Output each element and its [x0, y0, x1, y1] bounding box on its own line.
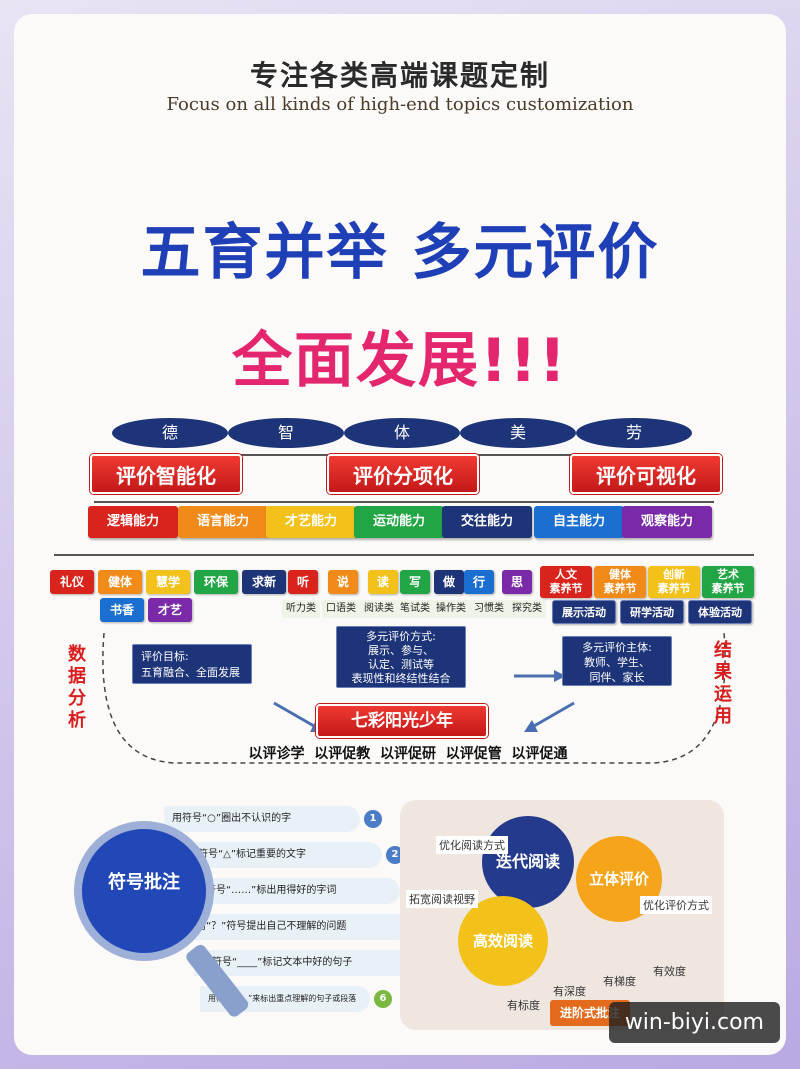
reading-label: 有深度: [553, 985, 586, 998]
ability-box: 交往能力: [442, 506, 532, 538]
skill-sub: 听力类: [282, 600, 320, 618]
connector: [94, 501, 714, 503]
symbol-row: 用符号“△”标记重要的文字 2: [180, 842, 404, 868]
symbol-row-num: 6: [374, 990, 392, 1008]
conclusion-text: 以评诊学 以评促教 以评促研 以评促管 以评促通: [248, 746, 568, 762]
symbol-row-num: 1: [364, 810, 382, 828]
skill-sub: 操作类: [432, 600, 470, 618]
symbol-row-text: 用“？”符号提出自己不理解的问题: [196, 921, 347, 932]
goal-box: 评价目标: 五育融合、全面发展: [132, 644, 252, 684]
activity-box: 研学活动: [620, 600, 684, 624]
festival-box: 健体 素养节: [594, 566, 646, 598]
ability-box: 自主能力: [534, 506, 624, 538]
symbol-row-num: 2: [386, 846, 404, 864]
symbol-row: 用符号“○”圈出不认识的字 1: [164, 806, 382, 832]
side-label-left: 数据分析: [68, 644, 86, 731]
red-box: 评价智能化: [90, 454, 242, 494]
red-box: 评价可视化: [570, 454, 722, 494]
skill-box: 做: [434, 570, 464, 594]
red-box: 评价分项化: [327, 454, 479, 494]
subject-box: 健体: [98, 570, 142, 594]
reading-label: 有梯度: [603, 975, 636, 988]
method-box: 多元评价方式: 展示、参与、 认定、测试等 表现性和终结性结合: [336, 626, 466, 688]
activity-box: 展示活动: [552, 600, 616, 624]
symbol-row: 用“？”符号提出自己不理解的问题 4: [188, 914, 432, 940]
subject-box: 慧学: [146, 570, 190, 594]
subject-box: 礼仪: [50, 570, 94, 594]
skill-sub: 探究类: [508, 600, 546, 618]
watermark-badge: win-biyi.com: [608, 1002, 780, 1043]
reading-circle: 迭代阅读: [482, 816, 574, 908]
symbol-row: 用符号“……”标出用得好的字词 3: [188, 878, 422, 904]
symbol-row-text: 用符号“△”标记重要的文字: [188, 849, 307, 860]
skill-box: 听: [288, 570, 318, 594]
reading-circle: 高效阅读: [458, 896, 548, 986]
ability-box: 语言能力: [178, 506, 268, 538]
subject-box-eval: 多元评价主体: 教师、学生、 同伴、家长: [562, 636, 672, 686]
edu-oval: 美: [460, 418, 576, 448]
connector: [54, 554, 754, 556]
festival-box: 人文 素养节: [540, 566, 592, 598]
skill-sub: 习惯类: [470, 600, 508, 618]
subject-box: 书香: [100, 598, 144, 622]
reading-section: 迭代阅读 立体评价 高效阅读 优化阅读方式 拓宽阅读视野 优化评价方式 有深度 …: [400, 800, 724, 1030]
side-label-right: 结果运用: [714, 640, 732, 727]
subject-box: 环保: [194, 570, 238, 594]
skill-box: 行: [464, 570, 494, 594]
symbol-row-text: 用符号“……”标出用得好的字词: [196, 885, 337, 896]
skill-box: 思: [502, 570, 532, 594]
symbol-row-text: 用符号“○”圈出不认识的字: [172, 813, 292, 824]
skill-box: 写: [400, 570, 430, 594]
edu-oval: 德: [112, 418, 228, 448]
reading-label: 有效度: [653, 965, 686, 978]
ability-box: 才艺能力: [266, 506, 356, 538]
headline-line2: 全面发展!!!: [231, 326, 569, 396]
skill-box: 读: [368, 570, 398, 594]
poster-card: 专注各类高端课题定制 Focus on all kinds of high-en…: [14, 14, 786, 1055]
header-title-cn: 专注各类高端课题定制: [249, 59, 550, 92]
symbol-row: 用符号“____”标记文本中好的句子 5: [194, 950, 442, 976]
ability-box: 观察能力: [622, 506, 712, 538]
reading-label: 有标度: [507, 999, 540, 1012]
edu-oval: 智: [228, 418, 344, 448]
header-title-en: Focus on all kinds of high-end topics cu…: [166, 94, 634, 115]
symbol-row-text: 用符号“___”来标出重点理解的句子或段落: [208, 994, 357, 1003]
reading-label: 优化评价方式: [640, 896, 712, 914]
symbol-row-text: 用符号“____”标记文本中好的句子: [202, 957, 353, 968]
edu-oval: 劳: [576, 418, 692, 448]
magnifier-lens: [74, 821, 214, 961]
headline-line1: 五育并举 多元评价: [140, 218, 660, 288]
skill-sub: 阅读类: [360, 600, 398, 618]
skill-sub: 笔试类: [396, 600, 434, 618]
subject-box: 求新: [242, 570, 286, 594]
center-box: 七彩阳光少年: [316, 704, 488, 738]
ability-box: 运动能力: [354, 506, 444, 538]
festival-box: 创新 素养节: [648, 566, 700, 598]
skill-sub: 口语类: [322, 600, 360, 618]
symbol-section-title: 符号批注: [108, 872, 180, 893]
festival-box: 艺术 素养节: [702, 566, 754, 598]
subject-box: 才艺: [148, 598, 192, 622]
activity-box: 体验活动: [688, 600, 752, 624]
edu-oval: 体: [344, 418, 460, 448]
ability-box: 逻辑能力: [88, 506, 178, 538]
reading-label: 优化阅读方式: [436, 836, 508, 854]
skill-box: 说: [328, 570, 358, 594]
reading-label: 拓宽阅读视野: [406, 890, 478, 908]
symbol-section: 用符号“○”圈出不认识的字 1 用符号“△”标记重要的文字 2 用符号“……”标…: [74, 806, 442, 1036]
